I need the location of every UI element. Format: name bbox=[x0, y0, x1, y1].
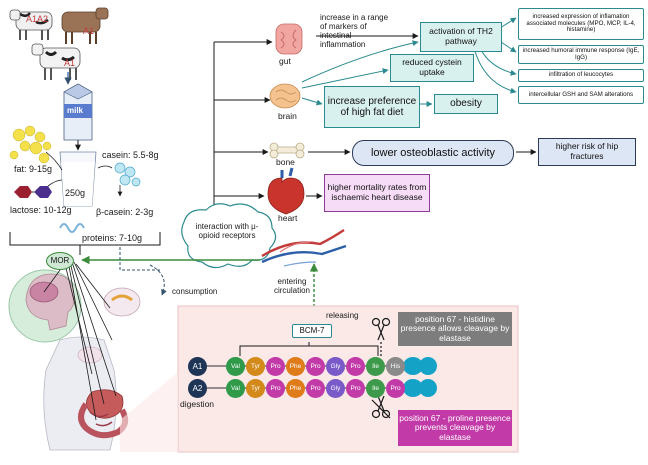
opioid-interaction-text: interaction with μ-opioid receptors bbox=[195, 222, 259, 240]
mor-receptor-lines bbox=[43, 259, 117, 421]
a2-residue: Pro bbox=[386, 379, 405, 398]
histidine-note-box: position 67 - histidine presence allows … bbox=[398, 312, 512, 346]
cystein-uptake-box: reduced cystein uptake bbox=[390, 54, 474, 82]
effect-text-3: infiltration of leucocytes bbox=[548, 71, 614, 79]
cow-label-a1a2: A1A2 bbox=[26, 14, 49, 24]
a2-residue: Val bbox=[226, 379, 245, 398]
a2-residue: Gly bbox=[326, 379, 345, 398]
a2-chain-label: A2 bbox=[188, 379, 207, 398]
osteoblastic-box: lower osteoblastic activity bbox=[352, 140, 514, 166]
effect-box-3: infiltration of leucocytes bbox=[518, 69, 644, 82]
a1-residue: Gly bbox=[326, 357, 345, 376]
bone-label: bone bbox=[276, 157, 295, 167]
a2-residue: Ile bbox=[366, 379, 385, 398]
effect-box-4: intercellular GSH and SAM alterations bbox=[518, 86, 644, 104]
cow-a1-spotted-icon bbox=[31, 43, 81, 80]
th2-pathway-box: activation of TH2 pathway bbox=[420, 22, 502, 52]
brain-icon bbox=[269, 83, 301, 109]
a1-residue: Pro bbox=[346, 357, 365, 376]
lactose-label: lactose: 10-12g bbox=[10, 205, 72, 215]
blood-vessel-icon bbox=[261, 229, 347, 267]
effect-box-2: increased humoral immune response (IgE, … bbox=[518, 45, 644, 64]
cow-a1a2-icon bbox=[9, 9, 53, 40]
a1-residue: His bbox=[386, 357, 405, 376]
obesity-text: obesity bbox=[450, 98, 482, 110]
heart-icon bbox=[267, 167, 305, 215]
releasing-label: releasing bbox=[326, 311, 359, 320]
hip-fracture-box: higher risk of hip fractures bbox=[538, 138, 636, 166]
human-figure-icon bbox=[8, 269, 141, 451]
histidine-note-text: position 67 - histidine presence allows … bbox=[400, 313, 510, 343]
a1-residue: Tyr bbox=[246, 357, 265, 376]
casein-micelle-icon bbox=[114, 162, 141, 187]
milk-label: milk bbox=[67, 106, 84, 115]
brain-label: brain bbox=[278, 111, 297, 121]
a1-residue: Pro bbox=[306, 357, 325, 376]
proteins-label: proteins: 7-10g bbox=[82, 233, 143, 243]
cow-label-a1: A1 bbox=[83, 26, 95, 36]
fat-diet-text: increase preference of high fat diet bbox=[327, 95, 417, 118]
scissors-cut-icon bbox=[371, 317, 391, 356]
a2-residue: Tyr bbox=[246, 379, 265, 398]
casein-label: casein: 5.5-8g bbox=[102, 150, 159, 160]
protein-strand-icon bbox=[59, 223, 85, 233]
gut-markers-text: increase in a range of markers of intest… bbox=[320, 13, 389, 49]
scissors-blocked-icon bbox=[371, 395, 391, 419]
effect-text-2: increased humoral immune response (IgE, … bbox=[522, 46, 640, 61]
a1-residue: Pro bbox=[266, 357, 285, 376]
a2-residue: Pro bbox=[266, 379, 285, 398]
gut-label: gut bbox=[279, 56, 291, 66]
heart-label: heart bbox=[278, 213, 298, 223]
a2-residue: Pro bbox=[306, 379, 325, 398]
fat-label: fat: 9-15g bbox=[14, 164, 53, 174]
effect-text-1: increased expression of inflamation asso… bbox=[526, 12, 636, 34]
cow-a1-brown-icon bbox=[61, 7, 109, 44]
proline-note-text: position 67 - proline presence prevents … bbox=[399, 412, 511, 442]
glass-amount-label: 250g bbox=[65, 188, 86, 198]
effect-box-1: increased expression of inflamation asso… bbox=[518, 8, 644, 40]
bcm7-text: BCM-7 bbox=[299, 325, 325, 335]
a1-residue: Ile bbox=[366, 357, 385, 376]
gut-icon bbox=[275, 23, 303, 55]
fat-droplets-icon bbox=[9, 125, 52, 164]
a1-residue: Phe bbox=[286, 357, 305, 376]
obesity-box: obesity bbox=[434, 94, 498, 114]
a1-chain-end bbox=[403, 357, 423, 375]
a1-chain-label: A1 bbox=[188, 357, 207, 376]
proline-note-box: position 67 - proline presence prevents … bbox=[398, 410, 512, 446]
beta-casein-label: β-casein: 2-3g bbox=[96, 207, 154, 217]
milk-glass-icon bbox=[59, 151, 97, 207]
cystein-uptake-text: reduced cystein uptake bbox=[402, 57, 462, 77]
osteoblastic-text: lower osteoblastic activity bbox=[370, 146, 496, 159]
mor-text: MOR bbox=[50, 255, 70, 265]
ischaemic-text: higher mortality rates from ischaemic he… bbox=[327, 182, 427, 202]
a2-chain-end bbox=[403, 379, 423, 397]
consumption-label: consumption bbox=[172, 287, 218, 296]
a1-residue: Val bbox=[226, 357, 245, 376]
bone-icon bbox=[269, 142, 305, 159]
effect-text-4: intercellular GSH and SAM alterations bbox=[528, 90, 634, 98]
digestion-label: digestion bbox=[180, 399, 215, 409]
ischaemic-box: higher mortality rates from ischaemic he… bbox=[324, 174, 430, 212]
a2-residue: Pro bbox=[346, 379, 365, 398]
entering-circulation-label: entering circulation bbox=[273, 277, 310, 295]
lactose-molecule-icon bbox=[14, 186, 52, 198]
proteins-bracket bbox=[9, 232, 161, 246]
mor-node: MOR bbox=[46, 252, 74, 270]
milk-carton-icon bbox=[63, 83, 93, 141]
cow-label-a1-small: A1 bbox=[64, 58, 76, 68]
a2-residue: Phe bbox=[286, 379, 305, 398]
th2-pathway-text: activation of TH2 pathway bbox=[429, 26, 493, 46]
bcm7-box: BCM-7 bbox=[292, 324, 332, 338]
hip-fracture-text: higher risk of hip fractures bbox=[555, 141, 619, 161]
fat-diet-box: increase preference of high fat diet bbox=[324, 86, 420, 128]
